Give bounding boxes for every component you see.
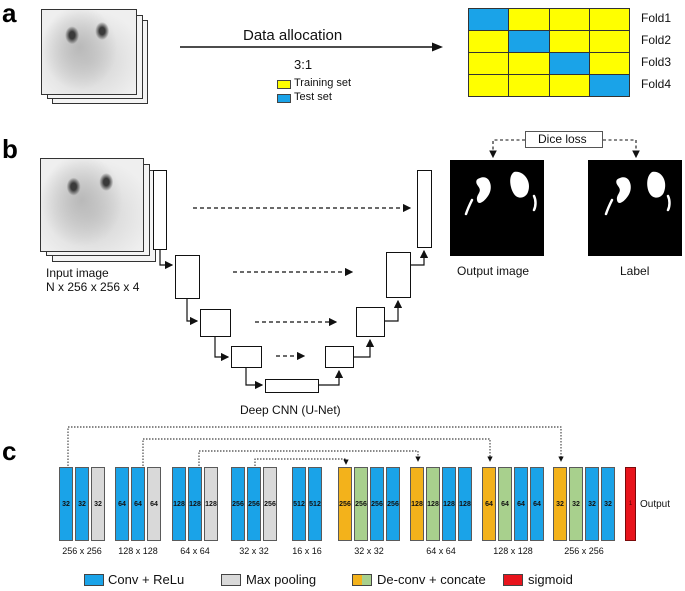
legend-conv-swatch	[84, 574, 104, 586]
layer-conv: 128	[188, 467, 202, 541]
block-size-label: 64 x 64	[426, 546, 456, 556]
unet-decoder-level1	[417, 170, 432, 248]
block-size-label: 256 x 256	[564, 546, 604, 556]
layer-conv: 64	[115, 467, 129, 541]
data-allocation-arrow	[180, 42, 443, 52]
output-label: Output	[640, 499, 671, 510]
output-layer: 1	[625, 467, 636, 541]
label-mask-image	[588, 160, 682, 256]
unet-encoder-level3	[200, 309, 231, 337]
layer-conv: 64	[530, 467, 544, 541]
layer-deconv: 128	[410, 467, 424, 541]
unet-decoder-level2	[386, 252, 411, 298]
block-size-label: 64 x 64	[180, 546, 210, 556]
layer-conv: 128	[442, 467, 456, 541]
legend-deconv-label: De-conv + concate	[377, 572, 486, 587]
legend-deconv-swatch	[352, 574, 372, 586]
layer-conv: 256	[370, 467, 384, 541]
layer-conv: 256	[247, 467, 261, 541]
unet-encoder-level2	[175, 255, 200, 299]
layer-conv: 32	[585, 467, 599, 541]
layer-conv: 256	[386, 467, 400, 541]
output-layer-channels: 1	[628, 501, 633, 507]
legend-sigmoid-swatch	[503, 574, 523, 586]
layer-conv: 256	[231, 467, 245, 541]
layer-deconv-g: 64	[498, 467, 512, 541]
layer-deconv: 256	[338, 467, 352, 541]
input-image-label: Input image	[46, 266, 109, 280]
block-size-label: 256 x 256	[62, 546, 102, 556]
data-allocation-title: Data allocation	[243, 27, 343, 44]
block-size-label: 128 x 128	[493, 546, 533, 556]
unet-encoder-level1	[153, 170, 167, 250]
layer-conv: 512	[308, 467, 322, 541]
test-swatch	[277, 94, 291, 103]
unet-decoder-level3	[356, 307, 385, 337]
allocation-ratio: 3:1	[294, 57, 313, 72]
layer-conv: 128	[172, 467, 186, 541]
block-size-label: 32 x 32	[354, 546, 384, 556]
panel-a-label: a	[2, 0, 17, 28]
training-set-label: Training set	[294, 77, 352, 89]
layer-deconv: 64	[482, 467, 496, 541]
legend-pool-swatch	[221, 574, 241, 586]
unet-decoder-level4	[325, 346, 354, 368]
input-shape-label: N x 256 x 256 x 4	[46, 280, 140, 294]
dice-loss-label: Dice loss	[538, 132, 587, 146]
fold-label: Fold4	[641, 77, 672, 91]
scan-image-a	[41, 9, 137, 95]
layer-conv: 512	[292, 467, 306, 541]
fold-grid	[468, 8, 630, 97]
dice-loss-box	[525, 131, 603, 148]
panel-b-label: b	[2, 134, 18, 164]
label-image-label: Label	[620, 264, 650, 278]
layer-conv: 32	[601, 467, 615, 541]
block-size-label: 128 x 128	[118, 546, 158, 556]
layer-deconv-g: 256	[354, 467, 368, 541]
legend-conv-label: Conv + ReLu	[108, 572, 185, 587]
fold-label: Fold3	[641, 55, 672, 69]
scan-image-b	[40, 158, 144, 252]
layer-pool: 256	[263, 467, 277, 541]
output-image-label: Output image	[457, 264, 530, 278]
block-size-label: 16 x 16	[292, 546, 322, 556]
layer-pool: 128	[204, 467, 218, 541]
fold-label: Fold1	[641, 11, 672, 25]
fold-cell	[588, 74, 630, 97]
unet-encoder-level4	[231, 346, 262, 368]
output-mask-image	[450, 160, 544, 256]
training-swatch	[277, 80, 291, 89]
layer-deconv: 32	[553, 467, 567, 541]
block-size-label: 32 x 32	[239, 546, 269, 556]
test-set-label: Test set	[294, 91, 332, 103]
unet-bottleneck	[265, 379, 319, 393]
layer-conv: 128	[458, 467, 472, 541]
legend-sigmoid-label: sigmoid	[528, 572, 573, 587]
layer-conv: 32	[59, 467, 73, 541]
layer-deconv-g: 128	[426, 467, 440, 541]
legend-pool-label: Max pooling	[246, 572, 317, 587]
layer-conv: 64	[514, 467, 528, 541]
layer-conv: 64	[131, 467, 145, 541]
panel-c-label: c	[2, 436, 17, 466]
layer-conv: 32	[75, 467, 89, 541]
fold-label: Fold2	[641, 33, 672, 47]
layer-deconv-g: 32	[569, 467, 583, 541]
layer-pool: 32	[91, 467, 105, 541]
layer-pool: 64	[147, 467, 161, 541]
network-label: Deep CNN (U-Net)	[240, 403, 341, 417]
label-kidney-shapes	[604, 171, 671, 216]
output-kidney-shapes	[464, 171, 537, 216]
